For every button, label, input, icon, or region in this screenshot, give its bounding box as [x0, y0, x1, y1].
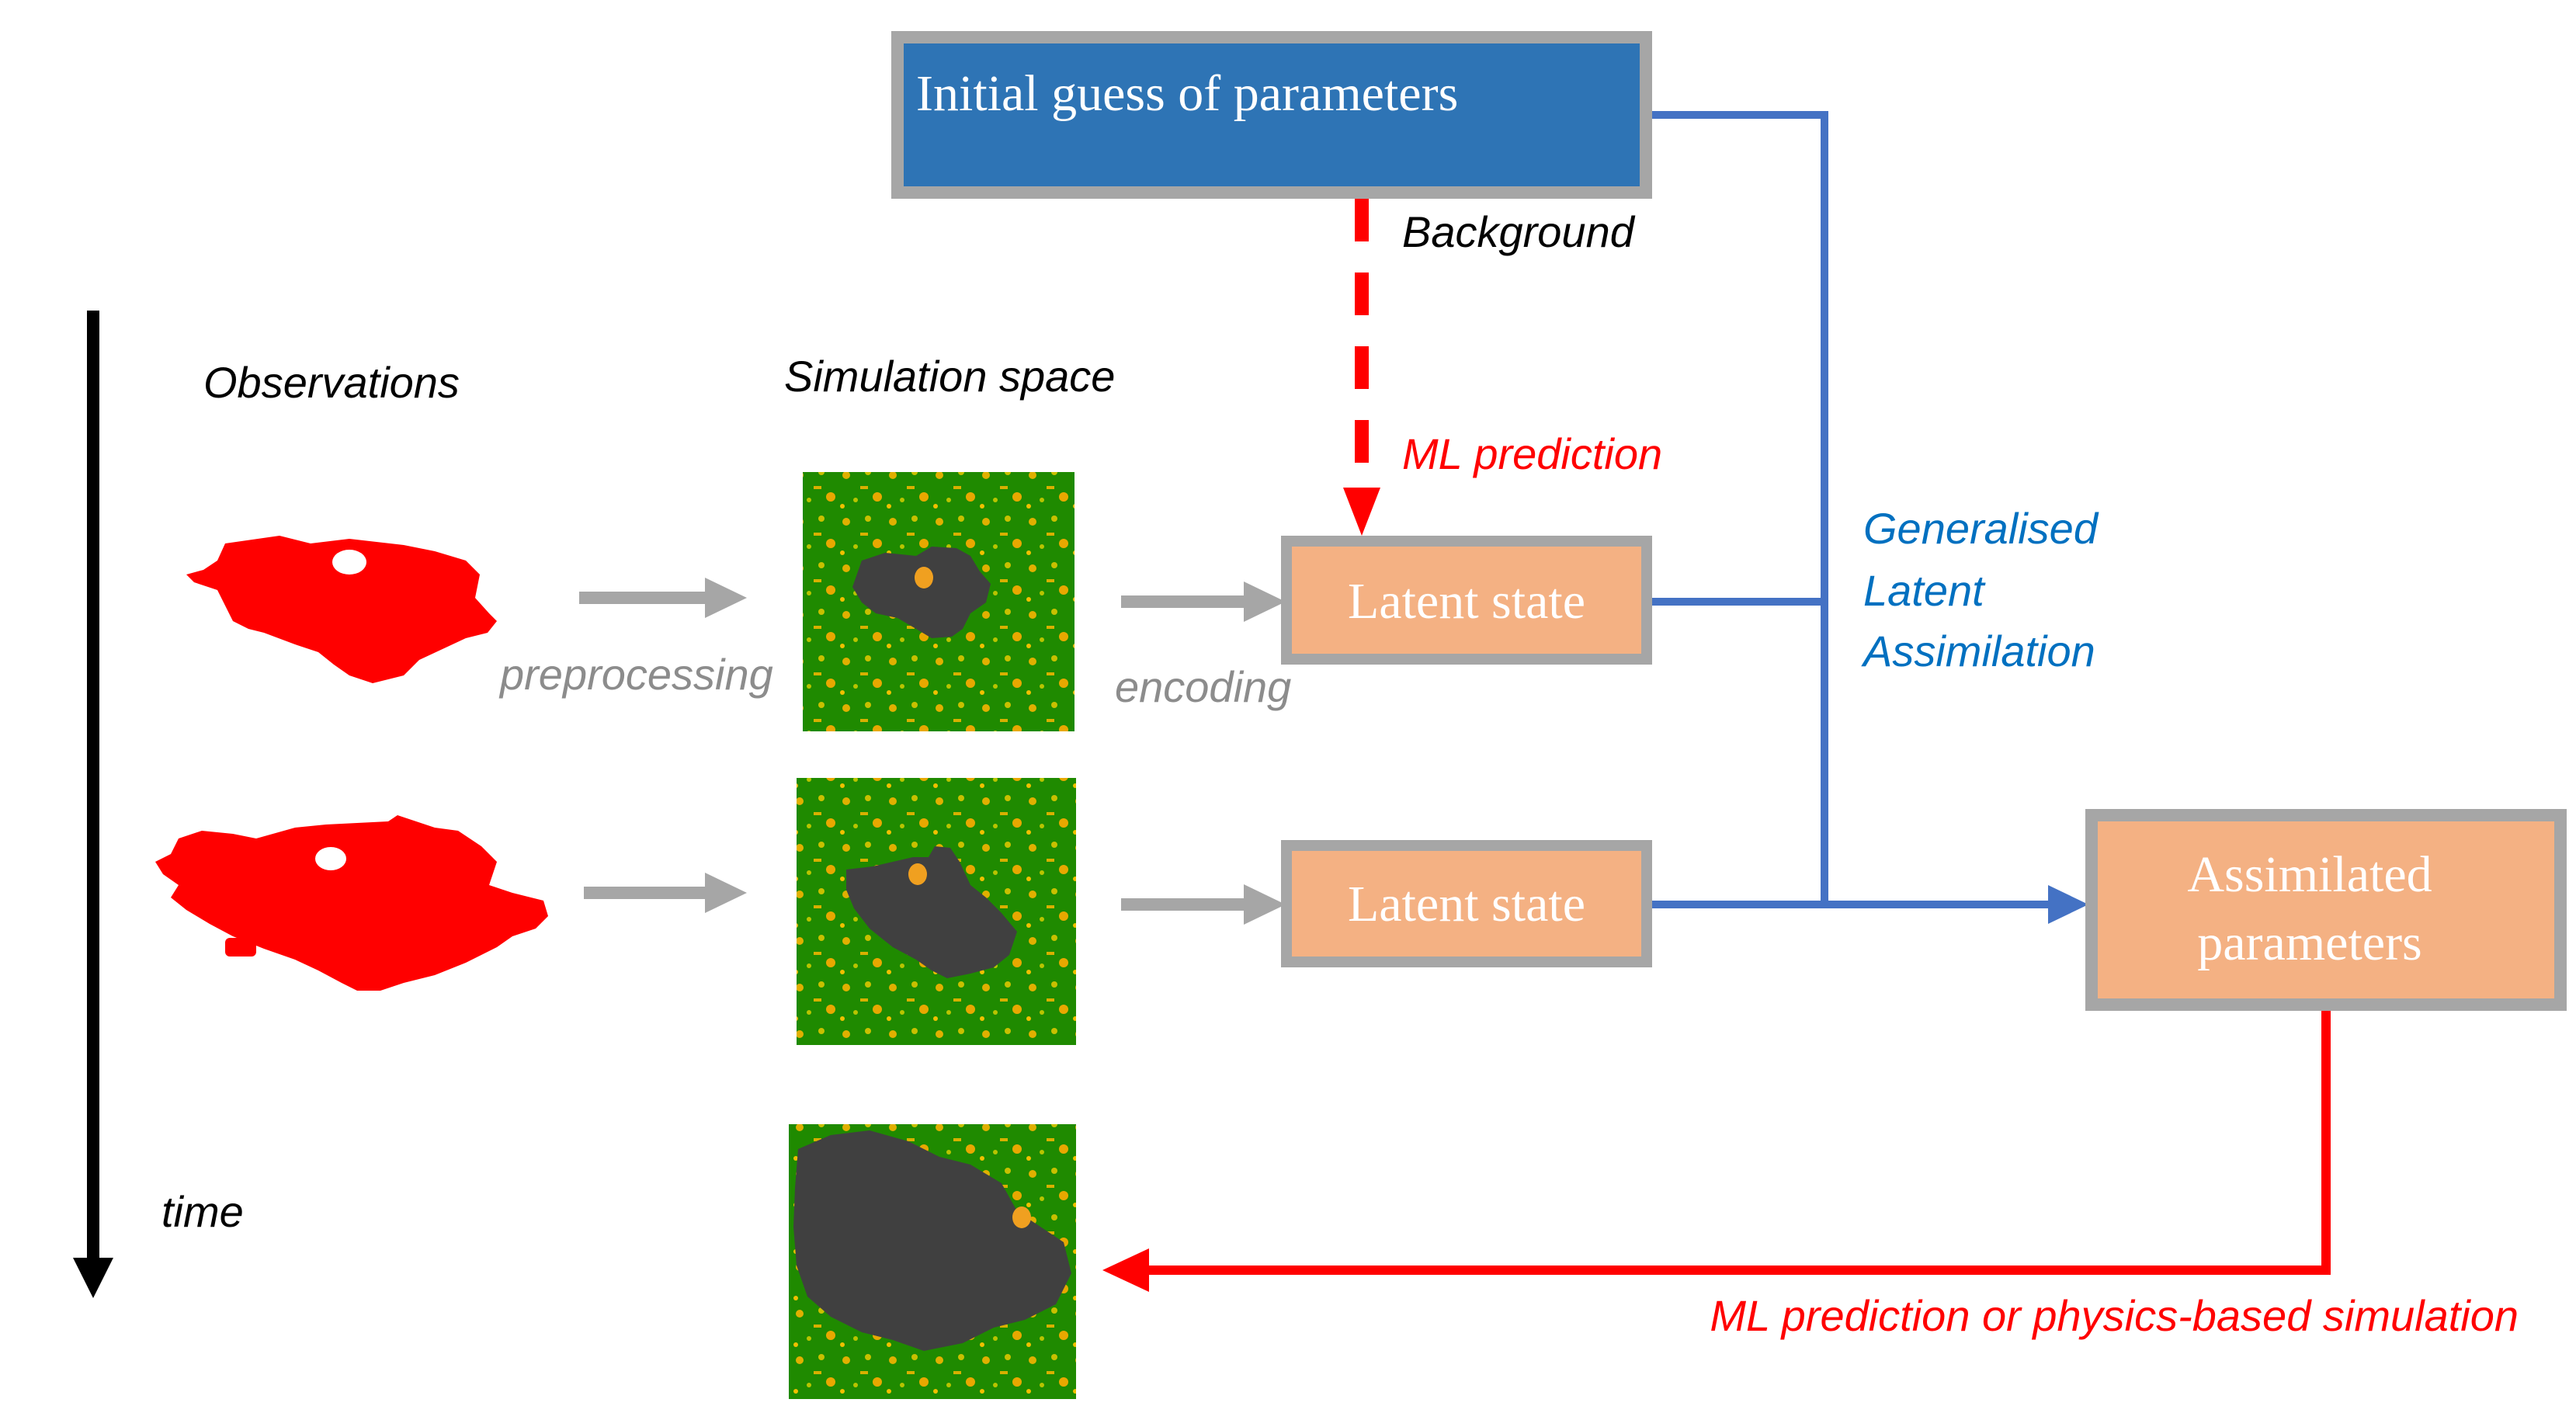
time-axis — [73, 311, 113, 1298]
latent-state-box-1: Latent state — [1281, 536, 1652, 665]
simulation-map-2 — [797, 778, 1076, 1045]
observations-heading: Observations — [203, 358, 460, 407]
assimilation-connectors — [1652, 111, 2050, 908]
assimilated-label-line2: parameters — [2197, 915, 2422, 971]
initial-guess-label: Initial guess of parameters — [916, 65, 1458, 122]
bottom-label: ML prediction or physics-based simulatio… — [1710, 1291, 2519, 1340]
gla-label-line2: Latent — [1863, 566, 1986, 615]
latent-state-label-2: Latent state — [1348, 876, 1585, 932]
background-arrow — [1343, 199, 1380, 536]
gla-label-line1: Generalised — [1863, 504, 2099, 553]
background-label: Background — [1402, 207, 1636, 256]
ml-prediction-label: ML prediction — [1402, 429, 1662, 478]
simulation-map-1 — [803, 472, 1074, 731]
latent-state-label-1: Latent state — [1348, 573, 1585, 630]
encoding-arrow-1 — [1121, 582, 1286, 622]
feedback-arrow — [1102, 1011, 2331, 1292]
initial-guess-box: Initial guess of parameters — [891, 31, 1652, 199]
observation-fire-1 — [186, 536, 497, 683]
encoding-label: encoding — [1115, 662, 1291, 711]
encoding-arrow-2 — [1121, 884, 1286, 925]
time-label: time — [161, 1187, 244, 1236]
assimilated-parameters-box: Assimilated parameters — [2085, 809, 2567, 1011]
preprocessing-arrow-2 — [584, 873, 747, 913]
assimilated-label-line1: Assimilated — [2187, 846, 2432, 903]
latent-state-box-2: Latent state — [1281, 840, 1652, 967]
preprocessing-arrow-1 — [579, 578, 747, 618]
gla-label-line3: Assimilation — [1861, 627, 2095, 675]
simulation-space-heading: Simulation space — [784, 352, 1115, 401]
assimilation-arrowhead — [2048, 885, 2088, 924]
observation-fire-2 — [155, 815, 548, 991]
preprocessing-label: preprocessing — [498, 650, 773, 699]
simulation-map-3 — [789, 1124, 1076, 1399]
